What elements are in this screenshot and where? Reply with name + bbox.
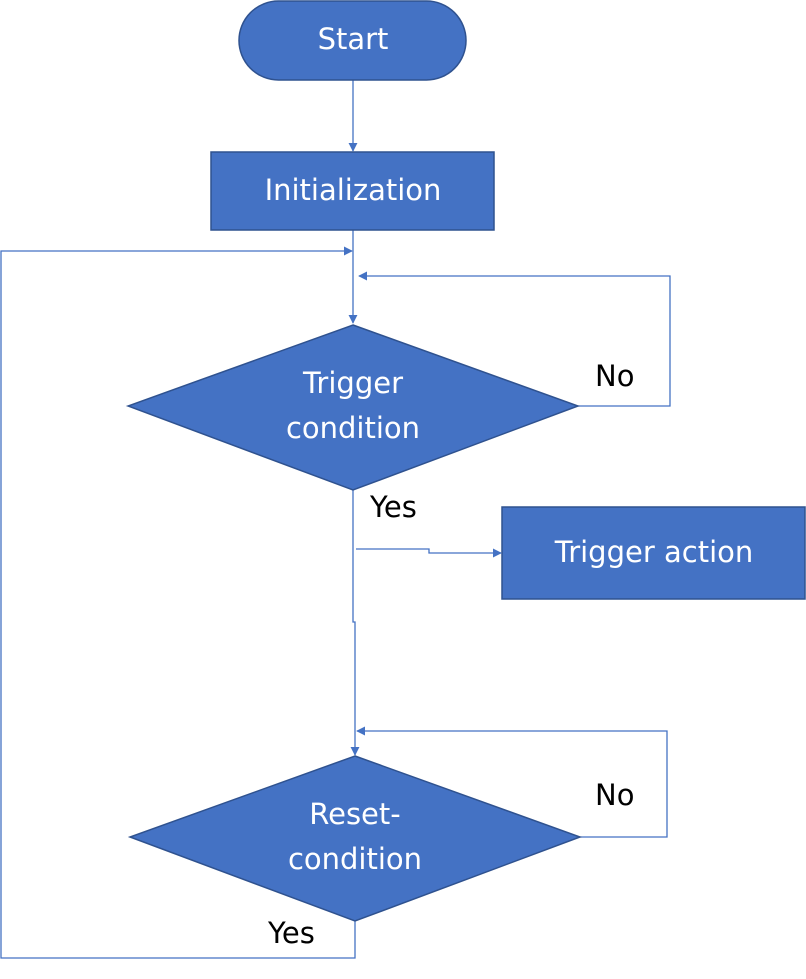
trigger-action-node: Trigger action [501, 506, 806, 600]
trigger-action-process-shape [501, 506, 806, 600]
start-terminator-shape [238, 0, 467, 81]
reset-condition-label-line-1: Reset- [309, 797, 400, 831]
connector-to-trigger-action [356, 548, 502, 558]
trigger-no-label: No [595, 359, 634, 393]
reset-no-label: No [595, 778, 634, 812]
trigger-condition-label-line-2: condition [286, 411, 420, 445]
trigger-action-label: Trigger action [554, 535, 754, 569]
initialization-label: Initialization [265, 173, 442, 207]
trigger-condition-label-line-1: Trigger [302, 366, 403, 400]
reset-condition-decision-shape [127, 755, 583, 922]
initialization-node: Initialization [210, 151, 495, 231]
connector-reset-no-loop [356, 726, 668, 838]
connectors [0, 80, 671, 959]
reset-condition-label-line-2: condition [288, 842, 422, 876]
connector-reset-yes-loop [0, 246, 356, 959]
start-node: Start [238, 0, 467, 81]
reset-yes-label: Yes [267, 916, 315, 950]
reset-condition-node: Reset- condition [127, 755, 583, 922]
initialization-process-shape [210, 151, 495, 231]
connector-trigger-yes-to-reset-condition [350, 490, 360, 756]
connector-trigger-no-loop [358, 271, 671, 407]
trigger-condition-decision-shape [125, 324, 581, 491]
start-label: Start [318, 22, 389, 56]
trigger-yes-label: Yes [369, 490, 417, 524]
trigger-condition-node: Trigger condition [125, 324, 581, 491]
